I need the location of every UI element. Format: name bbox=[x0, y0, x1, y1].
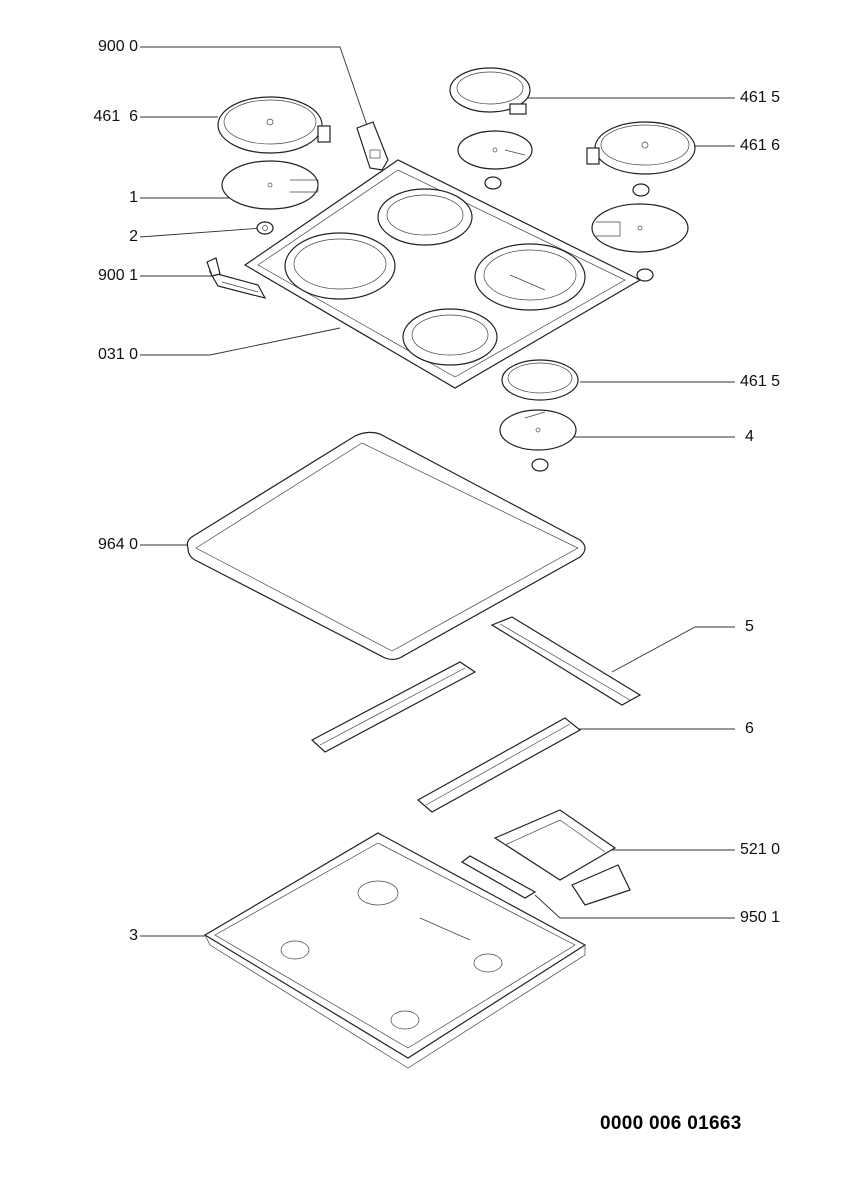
support-disc-4 bbox=[499, 409, 577, 451]
rail-5 bbox=[490, 616, 642, 706]
callout-461-6-left: 461 6 bbox=[93, 108, 138, 125]
rail-6-upper bbox=[310, 661, 477, 753]
heating-plate-461-5-top bbox=[449, 67, 531, 115]
callout-900-0: 900 0 bbox=[97, 38, 138, 55]
callout-6: 6 bbox=[745, 720, 754, 737]
callout-900-1: 900 1 bbox=[97, 267, 138, 284]
gasket-964-0 bbox=[186, 431, 586, 661]
callout-5: 5 bbox=[745, 618, 754, 635]
callout-461-6-right: 461 6 bbox=[740, 137, 781, 154]
callout-3: 3 bbox=[129, 927, 138, 944]
nut-top bbox=[484, 176, 502, 190]
heating-plate-461-5-mid bbox=[501, 359, 579, 401]
heating-plate-461-6-right bbox=[586, 121, 696, 175]
support-disc-right bbox=[591, 203, 689, 253]
nut-right-upper bbox=[632, 183, 650, 197]
callout-461-5-mid: 461 5 bbox=[740, 373, 781, 390]
strip-950-1 bbox=[460, 855, 537, 899]
heating-plate-461-6-left bbox=[217, 96, 331, 154]
hob-frame-031-0 bbox=[243, 159, 642, 389]
callout-461-5-top: 461 5 bbox=[740, 89, 781, 106]
callout-2: 2 bbox=[129, 228, 138, 245]
callout-4: 4 bbox=[745, 428, 754, 445]
support-disc-1 bbox=[221, 160, 319, 210]
support-disc-top bbox=[457, 130, 533, 170]
rail-6-lower bbox=[416, 717, 582, 813]
callout-031-0: 031 0 bbox=[97, 346, 138, 363]
nut-right-lower bbox=[636, 268, 654, 282]
nut-2 bbox=[256, 221, 274, 235]
clip-900-1 bbox=[206, 257, 267, 299]
callout-521-0: 521 0 bbox=[740, 841, 781, 858]
document-number: 0000 006 01663 bbox=[600, 1113, 742, 1134]
base-tray-3 bbox=[203, 832, 587, 1069]
callout-950-1: 950 1 bbox=[740, 909, 781, 926]
callout-964-0: 964 0 bbox=[97, 536, 138, 553]
nut-4 bbox=[531, 458, 549, 472]
terminal-block-521-0 bbox=[493, 809, 631, 906]
leader-lines bbox=[139, 46, 735, 937]
bracket-900-0 bbox=[356, 121, 389, 171]
callout-1: 1 bbox=[129, 189, 138, 206]
